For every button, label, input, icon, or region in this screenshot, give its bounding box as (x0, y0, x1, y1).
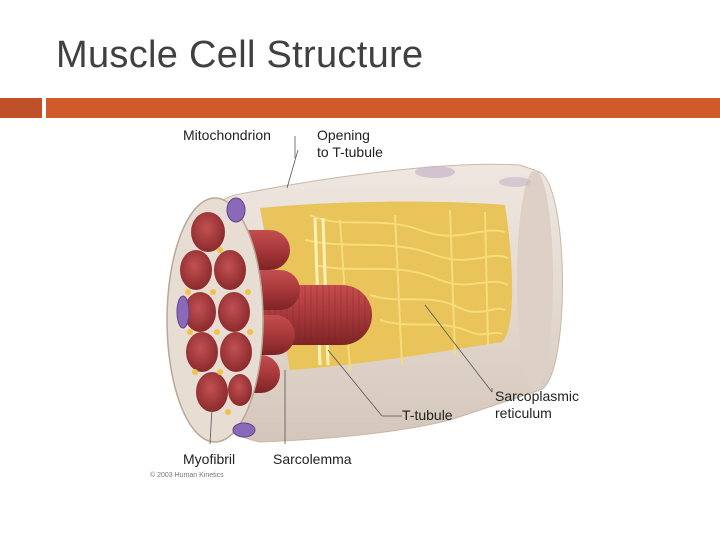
copyright-notice: © 2003 Human Kinetics (150, 472, 224, 479)
surface-mitochondrion-2 (499, 177, 531, 187)
title-rule-accent (0, 98, 42, 118)
myofibril-ends (180, 212, 252, 412)
leader-lines (209, 136, 493, 445)
title-rule (46, 98, 720, 118)
label-mitochondrion: Mitochondrion (183, 127, 271, 143)
label-sarcoplasmic-line1: Sarcoplasmic (495, 388, 580, 404)
label-myofibril: Myofibril (183, 451, 236, 467)
muscle-cell-drawing (166, 136, 563, 445)
label-sarcolemma: Sarcolemma (273, 451, 352, 467)
surface-mitochondrion-1 (415, 166, 455, 178)
muscle-cell-illustration: Mitochondrion Opening to T-tubule Sarcop… (140, 120, 610, 485)
label-opening-line2: to T-tubule (317, 144, 383, 160)
label-sarcoplasmic-line2: reticulum (495, 405, 552, 421)
label-t-tubule: T-tubule (402, 407, 453, 423)
reticulum-dots (185, 247, 253, 415)
slide-title: Muscle Cell Structure (56, 34, 424, 76)
tube-far-end (517, 170, 553, 390)
label-opening-line1: Opening (317, 127, 370, 143)
mitochondria (176, 197, 256, 438)
